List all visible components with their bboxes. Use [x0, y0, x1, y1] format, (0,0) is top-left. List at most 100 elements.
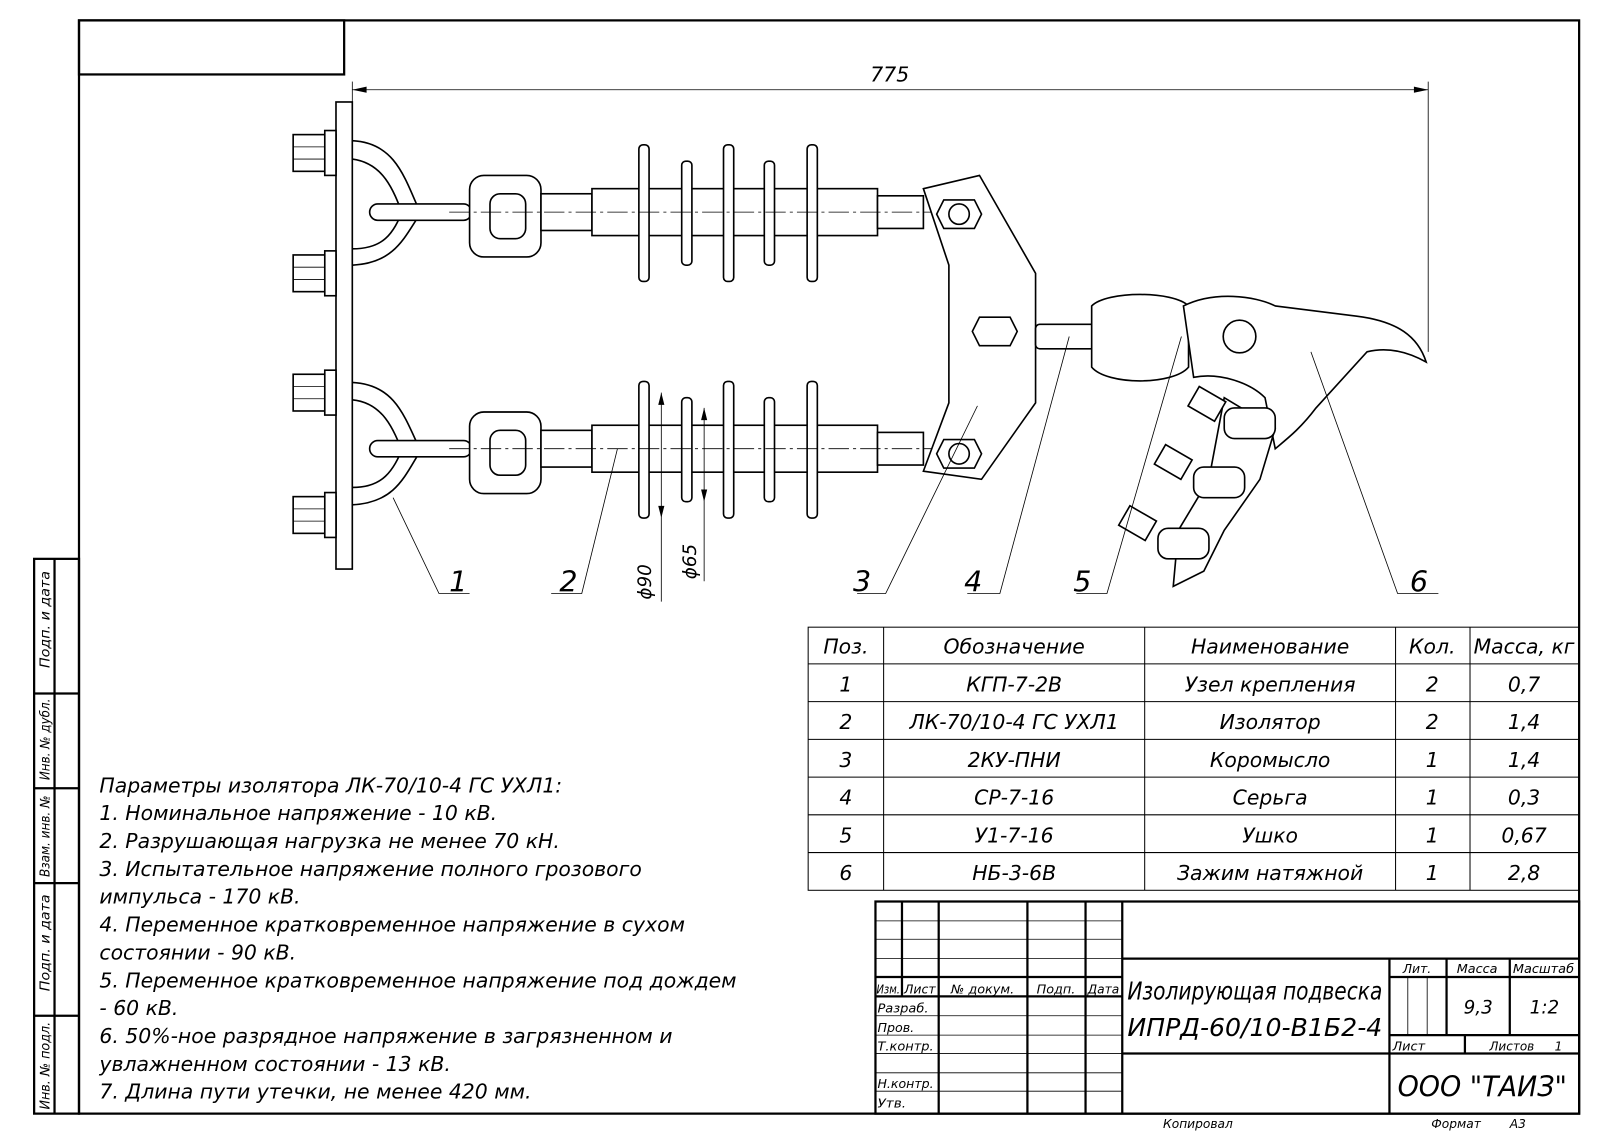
role-label: Утв.	[878, 1097, 907, 1111]
note-line: увлажненном состоянии - 13 кВ.	[98, 1052, 450, 1076]
technical-notes: Параметры изолятора ЛК-70/10-4 ГС УХЛ1: 1…	[98, 773, 736, 1103]
tension-clamp	[1117, 295, 1428, 588]
scale-label: Масштаб	[1513, 962, 1575, 976]
drawing-title: Изолирующая подвеска	[1127, 976, 1382, 1005]
note-line: 4. Переменное кратковременное напряжение…	[99, 913, 685, 937]
table-cell: 1	[1426, 861, 1439, 885]
sheets-value: 1	[1555, 1039, 1563, 1053]
callout-number: 6	[1410, 564, 1428, 598]
callout-leaders: 1 2 3 4 5 6	[392, 336, 1439, 598]
table-cell: 1,4	[1508, 748, 1540, 772]
yoke-plate	[922, 174, 1037, 481]
table-cell: 1	[839, 672, 852, 696]
table-cell: Ушко	[1242, 823, 1298, 847]
nut-icon	[971, 316, 1019, 347]
diameter-small-label: ϕ65	[680, 544, 701, 579]
insulator-upper	[449, 143, 939, 283]
note-line: 1. Номинальное напряжение - 10 кВ.	[99, 801, 497, 825]
diameter-dimensions: ϕ90 ϕ65	[635, 392, 708, 602]
copied-label: Копировал	[1163, 1117, 1233, 1131]
stamp-label: Подп. и дата	[38, 894, 53, 991]
format-label: Формат	[1431, 1117, 1481, 1131]
role-label: Разраб.	[878, 1002, 929, 1016]
diameter-large-label: ϕ90	[635, 564, 656, 599]
note-line: 3. Испытательное напряжение полного гроз…	[99, 857, 641, 881]
note-line: - 60 кВ.	[99, 996, 178, 1020]
note-line: 5. Переменное кратковременное напряжение…	[99, 968, 736, 992]
sheet-label: Лист	[1391, 1039, 1426, 1053]
callout-number: 1	[449, 564, 467, 598]
drawing-code: ИПРД-60/10-В1Б2-4	[1127, 1013, 1382, 1042]
role-label: Пров.	[878, 1021, 915, 1035]
company-name: ООО "ТАИЗ"	[1398, 1069, 1567, 1103]
role-label: Н.контр.	[878, 1077, 934, 1091]
lit-label: Лит.	[1402, 962, 1432, 976]
table-header: Кол.	[1409, 635, 1455, 659]
note-line: состоянии - 90 кВ.	[99, 940, 296, 964]
table-cell: 2КУ-ПНИ	[968, 748, 1061, 772]
table-cell: Коромысло	[1210, 748, 1330, 772]
note-line: Параметры изолятора ЛК-70/10-4 ГС УХЛ1:	[99, 773, 562, 797]
callout-number: 3	[853, 564, 871, 598]
table-cell: 1	[1426, 748, 1439, 772]
note-line: 2. Разрушающая нагрузка не менее 70 кН.	[99, 829, 559, 853]
table-cell: 1	[1426, 786, 1439, 810]
note-line: импульса - 170 кВ.	[99, 885, 300, 909]
sheets-label: Листов	[1488, 1039, 1534, 1053]
table-cell: Узел крепления	[1185, 672, 1356, 696]
table-cell: 0,7	[1508, 672, 1540, 696]
note-line: 6. 50%-ное разрядное напряжение в загряз…	[99, 1024, 672, 1048]
table-cell: 4	[839, 786, 852, 810]
note-line: 7. Длина пути утечки, не менее 420 мм.	[99, 1080, 531, 1104]
callout-number: 5	[1073, 564, 1091, 598]
table-cell: 1,4	[1508, 710, 1540, 734]
insulator-lower	[449, 380, 939, 519]
title-block: Изм. Лист № докум. Подп. Дата Разраб. Пр…	[874, 900, 1581, 1115]
role-label: Т.контр.	[878, 1039, 934, 1053]
table-cell: 2	[839, 710, 852, 734]
table-header: Поз.	[823, 635, 868, 659]
table-cell: 2,8	[1508, 861, 1540, 885]
format-value: А3	[1509, 1117, 1526, 1131]
table-cell: НБ-3-6В	[972, 861, 1056, 885]
table-header: Обозначение	[943, 635, 1084, 659]
socket-eye	[1090, 293, 1190, 382]
table-cell: 3	[839, 748, 852, 772]
side-stamp-strip: Подп. и дата Инв. № дубл. Взам. инв. № П…	[33, 557, 81, 1115]
table-cell: 2	[1426, 710, 1439, 734]
scale-value: 1:2	[1530, 998, 1560, 1019]
table-cell: Серьга	[1233, 786, 1308, 810]
col-header: Подп.	[1037, 982, 1076, 996]
drawing-frame	[77, 19, 1581, 1115]
bolt-nut-icon	[292, 129, 337, 539]
table-cell: 1	[1426, 823, 1439, 847]
table-cell: ЛК-70/10-4 ГС УХЛ1	[908, 710, 1118, 734]
col-header: Лист	[903, 982, 937, 996]
table-cell: 0,67	[1501, 823, 1546, 847]
overall-length-dimension: 775	[351, 63, 1429, 352]
stamp-label: Инв. № дубл.	[37, 699, 53, 781]
table-cell: Зажим натяжной	[1177, 861, 1363, 885]
callout-number: 4	[964, 564, 982, 598]
table-cell: Изолятор	[1220, 710, 1321, 734]
table-cell: 0,3	[1508, 786, 1540, 810]
u-bolt-icon	[1117, 385, 1277, 560]
table-cell: 6	[839, 861, 852, 885]
col-header: Дата	[1087, 982, 1120, 996]
mass-value: 9,3	[1464, 998, 1493, 1019]
stamp-label: Инв. № подл.	[38, 1022, 53, 1110]
link-shackle	[1034, 323, 1096, 350]
col-header: № докум.	[950, 982, 1014, 996]
table-cell: 2	[1426, 672, 1439, 696]
table-cell: У1-7-16	[975, 823, 1054, 847]
table-cell: 5	[839, 823, 852, 847]
stamp-label: Взам. инв. №	[38, 795, 53, 877]
mass-label: Масса	[1457, 962, 1498, 976]
dimension-label: 775	[870, 63, 909, 87]
mounting-assembly	[292, 101, 473, 570]
col-header: Изм.	[876, 982, 899, 996]
stamp-label: Подп. и дата	[38, 571, 53, 668]
callout-number: 2	[559, 564, 577, 598]
